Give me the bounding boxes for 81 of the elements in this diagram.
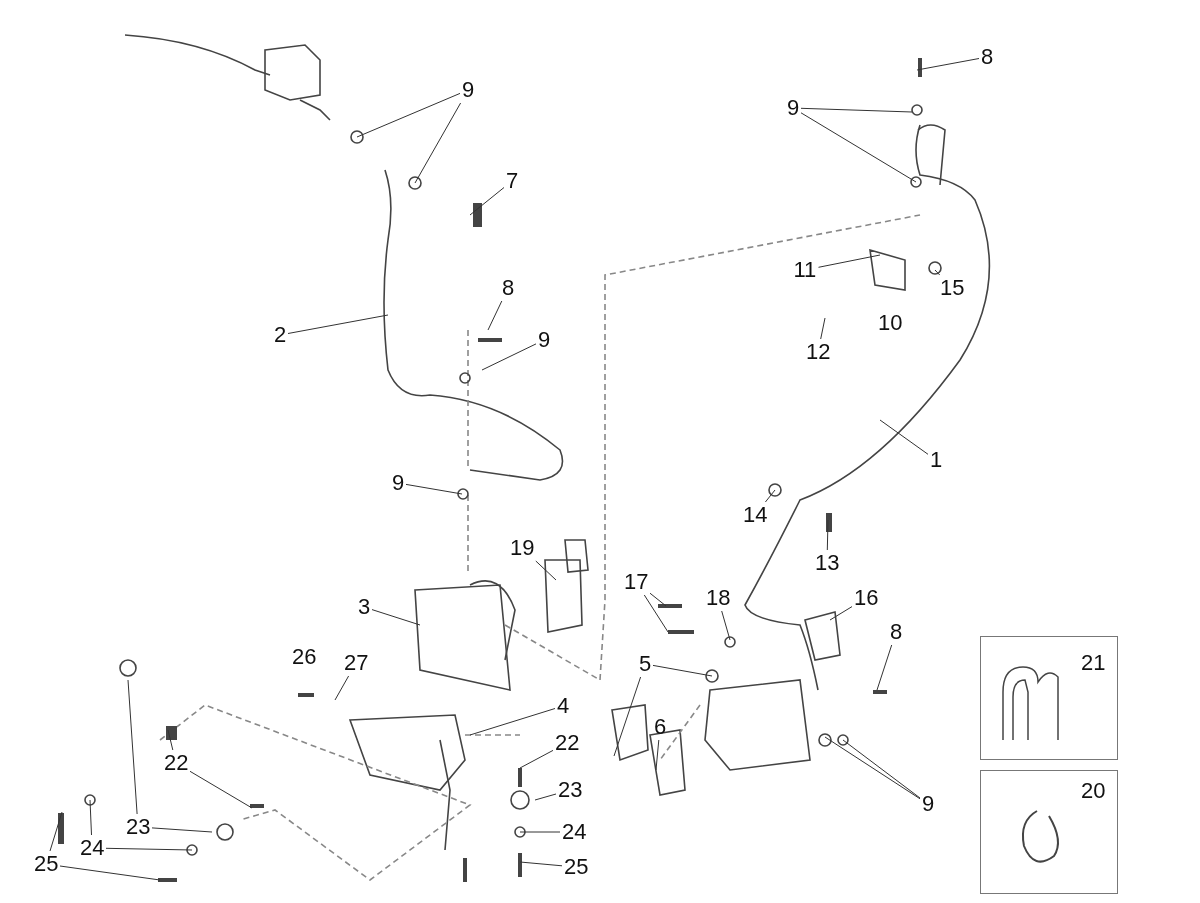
leader-line: [287, 314, 389, 334]
leader-line: [519, 861, 563, 867]
callout-number: 9: [462, 79, 475, 101]
callout-number: 7: [506, 170, 519, 192]
callout-number: 13: [815, 552, 840, 574]
callout-number: 17: [624, 571, 649, 593]
callout-number: 20: [1081, 780, 1106, 802]
callout-number: 19: [510, 537, 535, 559]
leader-line: [414, 102, 462, 184]
callout-number: 11: [793, 259, 817, 281]
leader-line: [59, 865, 161, 881]
callout-number: 6: [654, 716, 667, 738]
leader-line: [356, 92, 461, 138]
leader-line: [334, 675, 350, 701]
leader-line: [519, 749, 554, 769]
leader-line: [643, 594, 669, 633]
leader-line: [876, 644, 893, 691]
callout-number: 23: [558, 779, 583, 801]
leader-line: [613, 676, 642, 757]
leader-line: [820, 317, 826, 340]
callout-number: 12: [806, 341, 831, 363]
callout-number: 8: [981, 46, 994, 68]
callout-number: 3: [358, 596, 371, 618]
callout-number: 25: [564, 856, 589, 878]
callout-number: 27: [344, 652, 369, 674]
callout-number: 9: [392, 472, 405, 494]
leader-line: [824, 736, 921, 800]
leader-line: [89, 799, 92, 836]
callout-number: 24: [562, 821, 587, 843]
callout-number: 18: [706, 587, 731, 609]
callout-number: 25: [34, 853, 59, 875]
callout-number: 22: [555, 732, 580, 754]
leader-line: [189, 770, 253, 809]
leader-line: [764, 489, 776, 503]
leader-line: [405, 483, 463, 495]
callout-number: 10: [878, 312, 903, 334]
leader-line: [655, 739, 660, 771]
callout-number: 1: [930, 449, 943, 471]
callout-number: 2: [274, 324, 287, 346]
leader-line: [818, 254, 881, 268]
callout-number: 5: [639, 653, 652, 675]
callout-number: 14: [743, 504, 768, 526]
leader-line: [371, 609, 421, 626]
leader-line: [469, 187, 505, 216]
leader-line: [842, 739, 921, 799]
callout-number: 22: [164, 752, 189, 774]
leader-line: [800, 112, 917, 183]
leader-line: [916, 58, 980, 71]
leader-line: [934, 269, 941, 276]
leader-line: [534, 793, 557, 801]
leader-line: [469, 708, 556, 736]
leader-line: [519, 831, 561, 833]
callout-number: 9: [538, 329, 551, 351]
leader-line: [487, 300, 503, 331]
callout-number: 8: [890, 621, 903, 643]
callout-number: 26: [292, 646, 317, 668]
detail-frame: [980, 636, 1118, 760]
callout-number: 23: [126, 816, 151, 838]
leader-line: [49, 811, 63, 852]
leader-line: [151, 827, 213, 833]
leader-line: [826, 519, 829, 551]
callout-number: 8: [502, 277, 515, 299]
leader-line: [535, 560, 557, 581]
leader-line: [800, 107, 913, 113]
leader-line: [829, 606, 853, 621]
callout-number: 24: [80, 837, 105, 859]
leader-line: [649, 592, 667, 607]
detail-frame: [980, 770, 1118, 894]
leader-line: [167, 729, 174, 751]
leader-line: [105, 847, 193, 851]
callout-number: 21: [1081, 652, 1106, 674]
callout-number: 16: [854, 587, 879, 609]
callout-number: 9: [922, 793, 935, 815]
callout-number: 9: [787, 97, 800, 119]
callout-number: 4: [557, 695, 570, 717]
leader-line: [879, 419, 929, 455]
leader-line: [481, 343, 537, 371]
leader-line: [127, 679, 138, 815]
leader-line: [652, 664, 713, 677]
callout-number: 15: [940, 277, 965, 299]
leader-line: [721, 610, 731, 641]
